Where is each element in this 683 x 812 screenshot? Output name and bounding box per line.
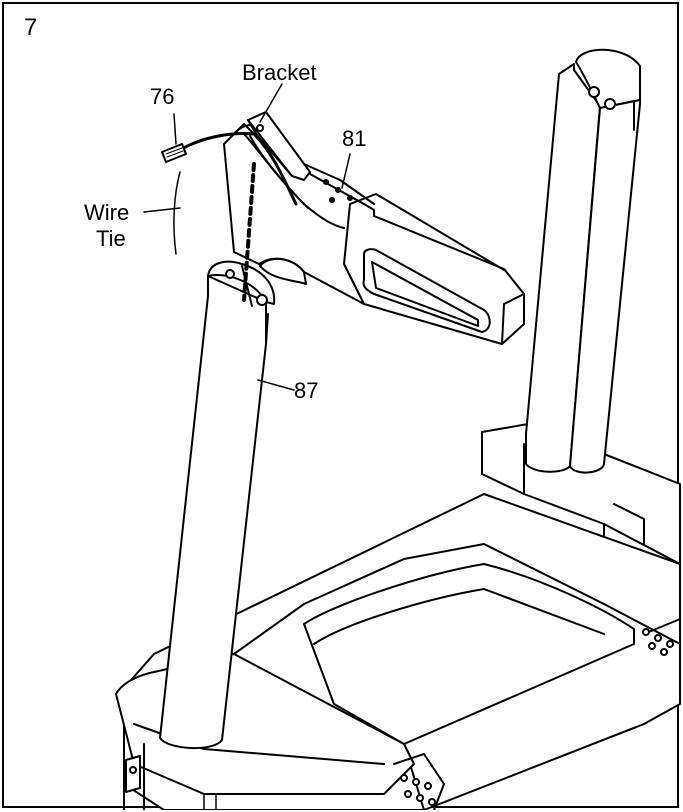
leader-lines <box>143 83 351 391</box>
part-87-callout: 87 <box>294 378 319 403</box>
left-upright-87 <box>159 260 276 750</box>
console-arm-81 <box>223 123 525 345</box>
wire-callout: Wire <box>84 200 130 225</box>
lower-left-details <box>125 628 674 810</box>
wire-tie <box>173 171 181 255</box>
part-76-callout: 76 <box>150 84 175 109</box>
right-upright <box>525 48 641 474</box>
tie-callout: Tie <box>96 226 126 251</box>
wire-connector-76 <box>161 132 298 206</box>
bracket-callout: Bracket <box>242 60 317 85</box>
insertion-path-line <box>242 162 256 302</box>
assembly-drawing <box>115 48 681 810</box>
part-81-callout: 81 <box>342 126 367 151</box>
step-number: 7 <box>24 14 38 41</box>
bracket-part <box>247 111 311 181</box>
